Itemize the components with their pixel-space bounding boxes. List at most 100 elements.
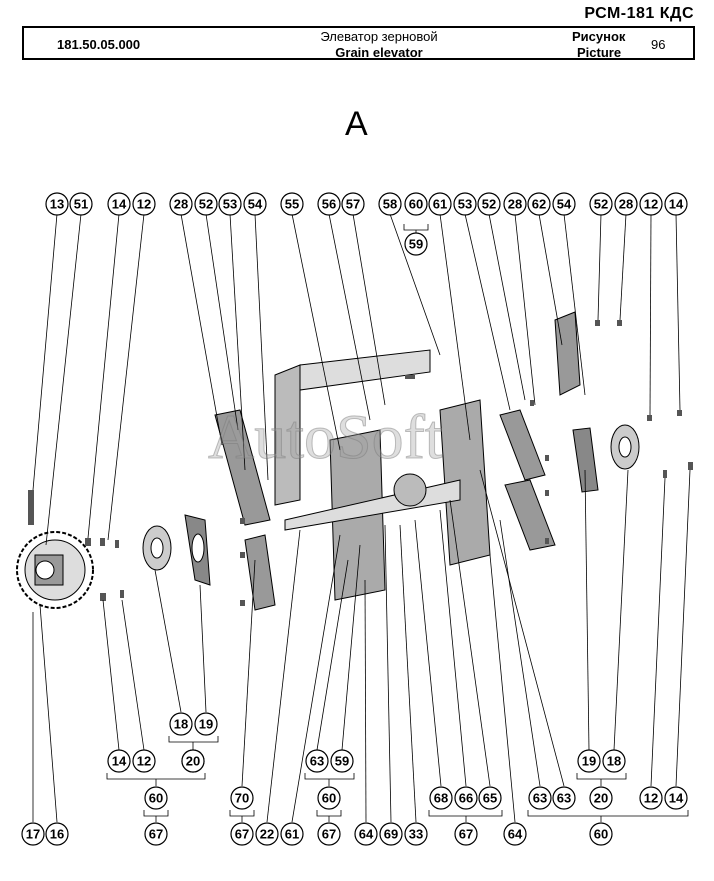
callout-number: 53 [223, 197, 237, 212]
callout-number: 28 [508, 197, 522, 212]
bearing-right [572, 424, 640, 493]
callout-number: 67 [149, 827, 163, 842]
callout-number: 68 [434, 791, 448, 806]
part-callout: 67 [454, 822, 478, 846]
part-callout: 33 [404, 822, 428, 846]
callout-number: 60 [149, 791, 163, 806]
callout-number: 12 [644, 791, 658, 806]
part-callout: 61 [280, 822, 304, 846]
callout-number: 67 [235, 827, 249, 842]
part-callout: 59 [404, 232, 428, 256]
callout-number: 56 [322, 197, 336, 212]
callout-number: 60 [594, 827, 608, 842]
callout-number: 19 [199, 717, 213, 732]
part-callout: 67 [230, 822, 254, 846]
part-callout: 28 [503, 192, 527, 216]
callout-number: 59 [335, 754, 349, 769]
view-label: A [345, 105, 368, 143]
part-callout: 60 [589, 822, 613, 846]
title-en: Grain elevator [335, 45, 423, 60]
callout-number: 12 [137, 197, 151, 212]
part-callout: 12 [639, 786, 663, 810]
callout-number: 66 [459, 791, 473, 806]
callout-number: 59 [409, 237, 423, 252]
callout-number: 61 [433, 197, 447, 212]
part-callout: 69 [379, 822, 403, 846]
callout-number: 17 [26, 827, 40, 842]
title-ru: Элеватор зерновой [320, 29, 438, 44]
callout-number: 52 [594, 197, 608, 212]
callout-number: 52 [482, 197, 496, 212]
callout-number: 63 [310, 754, 324, 769]
watermark: AutoSoft [208, 401, 444, 473]
part-callout: 63 [528, 786, 552, 810]
title-block: 181.50.05.000 Элеватор зерновой Grain el… [22, 26, 695, 60]
part-callout: 60 [404, 192, 428, 216]
callout-number: 33 [409, 827, 423, 842]
callout-number: 52 [199, 197, 213, 212]
part-callout: 64 [503, 822, 527, 846]
part-callout: 67 [144, 822, 168, 846]
callout-number: 69 [384, 827, 398, 842]
part-callout: 20 [181, 749, 205, 773]
part-callout: 51 [69, 192, 93, 216]
callout-number: 67 [322, 827, 336, 842]
part-callout: 19 [577, 749, 601, 773]
part-callout: 18 [602, 749, 626, 773]
part-callout: 56 [317, 192, 341, 216]
part-callout: 28 [169, 192, 193, 216]
callout-number: 63 [557, 791, 571, 806]
callout-number: 64 [508, 827, 523, 842]
leader-lines [32, 213, 691, 823]
part-callout: 12 [639, 192, 663, 216]
callout-number: 16 [50, 827, 64, 842]
part-callout: 68 [429, 786, 453, 810]
small-parts [28, 320, 693, 606]
part-callout: 65 [478, 786, 502, 810]
callout-number: 20 [186, 754, 200, 769]
part-callout: 52 [477, 192, 501, 216]
part-callout: 14 [107, 192, 131, 216]
part-callout: 14 [664, 786, 688, 810]
part-callout: 12 [132, 749, 156, 773]
part-callout: 22 [255, 822, 279, 846]
part-callout: 53 [453, 192, 477, 216]
part-callout: 52 [194, 192, 218, 216]
part-callout: 55 [280, 192, 304, 216]
part-callout: 52 [589, 192, 613, 216]
part-callout: 54 [552, 192, 576, 216]
part-callout: 58 [378, 192, 402, 216]
callout-number: 13 [50, 197, 64, 212]
part-callout: 14 [107, 749, 131, 773]
callout-number: 61 [285, 827, 299, 842]
part-callout: 12 [132, 192, 156, 216]
part-callout: 63 [305, 749, 329, 773]
callout-number: 60 [322, 791, 336, 806]
part-callout: 14 [664, 192, 688, 216]
sprocket-part [16, 531, 94, 609]
callout-number: 58 [383, 197, 397, 212]
part-callout: 66 [454, 786, 478, 810]
part-callout: 64 [354, 822, 378, 846]
callout-number: 28 [174, 197, 188, 212]
part-callout: 53 [218, 192, 242, 216]
callout-number: 22 [260, 827, 274, 842]
part-callout: 70 [230, 786, 254, 810]
part-callout: 13 [45, 192, 69, 216]
part-callout: 60 [144, 786, 168, 810]
callout-number: 12 [137, 754, 151, 769]
callout-number: 28 [619, 197, 633, 212]
part-callout: 60 [317, 786, 341, 810]
part-callout: 20 [589, 786, 613, 810]
part-callout: 16 [45, 822, 69, 846]
callout-number: 70 [235, 791, 249, 806]
assembly-code: 181.50.05.000 [57, 37, 141, 52]
callout-number: 19 [582, 754, 596, 769]
callout-number: 53 [458, 197, 472, 212]
callouts-bottom: 18 19 20 14 12 20 60 67 17 16 70 67 22 61 63 59 60 67 64 69… [21, 712, 688, 846]
callout-number: 12 [644, 197, 658, 212]
callout-number: 14 [669, 197, 684, 212]
part-callout: 67 [317, 822, 341, 846]
